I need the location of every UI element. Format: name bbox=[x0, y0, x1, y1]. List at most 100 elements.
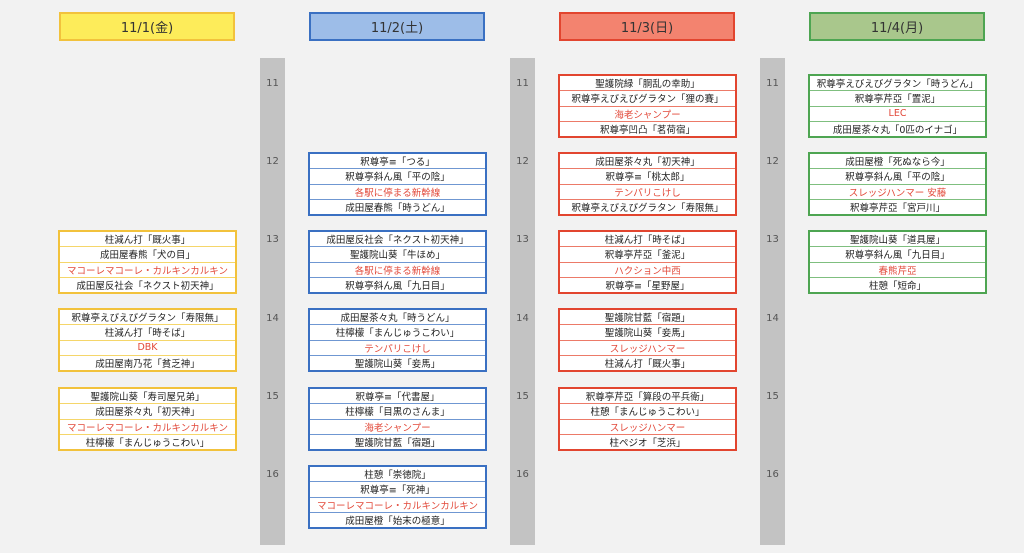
performer-entry[interactable]: 釈尊亭≡「つる」 bbox=[360, 157, 435, 169]
performer-entry[interactable]: 釈尊亭≡「死神」 bbox=[310, 481, 485, 496]
day-header[interactable]: 11/3(日) bbox=[559, 12, 735, 41]
time-label: 12 bbox=[266, 156, 279, 167]
performer-entry[interactable]: 成田屋橙「始末の極意」 bbox=[310, 511, 485, 527]
performer-entry[interactable]: 聖護院緑「胴乱の幸助」 bbox=[595, 79, 700, 91]
guest-act[interactable]: マコーレマコーレ・カルキンカルキン bbox=[60, 261, 235, 277]
guest-act[interactable]: 春熊芹亞 bbox=[810, 261, 985, 277]
performer-entry[interactable]: 柱減ん打「厩火事」 bbox=[104, 235, 191, 247]
guest-act[interactable]: 各駅に停まる新幹線 bbox=[310, 261, 485, 277]
performer-entry[interactable]: 釈尊亭えびえびグラタン「寿限無」 bbox=[71, 313, 224, 325]
performer-entry[interactable]: 成田屋橙「死ぬなら今」 bbox=[845, 157, 950, 169]
performer-entry[interactable]: 聖護院山葵「妾馬」 bbox=[310, 354, 485, 370]
time-slot-box: 聖護院甘藍「宿題」聖護院山葵「妾馬」スレッジハンマー柱減ん打「厩火事」 bbox=[558, 308, 737, 372]
time-label: 16 bbox=[266, 469, 279, 480]
time-slot-box: 成田屋茶々丸「初天神」釈尊亭≡「桃太郎」テンパリこけし釈尊亭えびえびグラタン「寿… bbox=[558, 152, 737, 216]
guest-act[interactable]: マコーレマコーレ・カルキンカルキン bbox=[60, 418, 235, 434]
time-label: 15 bbox=[516, 391, 529, 402]
guest-act[interactable]: DBK bbox=[60, 339, 235, 355]
performer-entry[interactable]: 釈尊亭凹凸「茗荷宿」 bbox=[560, 120, 735, 136]
performer-entry[interactable]: 釈尊亭斜ん風「九日目」 bbox=[810, 246, 985, 261]
day-header-label: 11/1(金) bbox=[120, 21, 174, 36]
performer-entry[interactable]: 柱憩「崇徳院」 bbox=[364, 470, 431, 482]
performer-entry[interactable]: 聖護院山葵「牛ほめ」 bbox=[310, 246, 485, 261]
performer-entry[interactable]: 柱減ん打「時そば」 bbox=[604, 235, 691, 247]
performer-entry[interactable]: 成田屋茶々丸「0匹のイナゴ」 bbox=[810, 120, 985, 136]
performer-entry[interactable]: 成田屋春熊「時うどん」 bbox=[310, 198, 485, 214]
time-label: 13 bbox=[516, 234, 529, 245]
performer-entry[interactable]: 釈尊亭≡「星野屋」 bbox=[560, 276, 735, 292]
performer-entry[interactable]: 釈尊亭斜ん風「平の陰」 bbox=[310, 168, 485, 183]
guest-act[interactable]: テンパリこけし bbox=[310, 339, 485, 355]
performer-entry[interactable]: 柱檸檬「まんじゅうこわい」 bbox=[310, 324, 485, 339]
performer-entry[interactable]: 柱減ん打「厩火事」 bbox=[560, 354, 735, 370]
time-slot-box: 成田屋茶々丸「時うどん」柱檸檬「まんじゅうこわい」テンパリこけし聖護院山葵「妾馬… bbox=[308, 308, 487, 372]
time-label: 13 bbox=[766, 234, 779, 245]
performer-entry[interactable]: 釈尊亭斜ん風「九日目」 bbox=[310, 276, 485, 292]
guest-act[interactable]: スレッジハンマー 安藤 bbox=[810, 183, 985, 199]
time-label: 12 bbox=[516, 156, 529, 167]
day-header-label: 11/3(日) bbox=[620, 21, 674, 36]
time-label: 11 bbox=[766, 78, 779, 89]
performer-entry[interactable]: 聖護院山葵「道具屋」 bbox=[849, 235, 945, 247]
performer-entry[interactable]: 成田屋茶々丸「時うどん」 bbox=[340, 313, 455, 325]
performer-entry[interactable]: 釈尊亭えびえびグラタン「寿限無」 bbox=[560, 198, 735, 214]
time-label: 14 bbox=[516, 313, 529, 324]
day-header[interactable]: 11/1(金) bbox=[59, 12, 235, 41]
performer-entry[interactable]: 成田屋春熊「犬の目」 bbox=[60, 246, 235, 261]
time-slot-box: 柱減ん打「厩火事」成田屋春熊「犬の目」マコーレマコーレ・カルキンカルキン成田屋反… bbox=[58, 230, 237, 294]
guest-act[interactable]: LEC bbox=[810, 105, 985, 121]
performer-entry[interactable]: 釈尊亭斜ん風「平の陰」 bbox=[810, 168, 985, 183]
time-slot-box: 聖護院山葵「寿司屋兄弟」成田屋茶々丸「初天神」マコーレマコーレ・カルキンカルキン… bbox=[58, 387, 237, 451]
time-slot-box: 柱減ん打「時そば」釈尊亭芹亞「釜泥」ハクション中西釈尊亭≡「星野屋」 bbox=[558, 230, 737, 294]
day-header[interactable]: 11/2(土) bbox=[309, 12, 485, 41]
performer-entry[interactable]: 釈尊亭えびえびグラタン「時うどん」 bbox=[816, 79, 979, 91]
guest-act[interactable]: 海老シャンプー bbox=[310, 418, 485, 434]
performer-entry[interactable]: 柱檸檬「目黒のさんま」 bbox=[310, 403, 485, 418]
guest-act[interactable]: マコーレマコーレ・カルキンカルキン bbox=[310, 496, 485, 512]
time-label: 15 bbox=[766, 391, 779, 402]
day-header[interactable]: 11/4(月) bbox=[809, 12, 985, 41]
performer-entry[interactable]: 釈尊亭芹亞「釜泥」 bbox=[560, 246, 735, 261]
time-label: 14 bbox=[266, 313, 279, 324]
guest-act[interactable]: ハクション中西 bbox=[560, 261, 735, 277]
day-header-label: 11/4(月) bbox=[870, 21, 924, 36]
performer-entry[interactable]: 成田屋茶々丸「初天神」 bbox=[60, 403, 235, 418]
performer-entry[interactable]: 柱憩「短命」 bbox=[810, 276, 985, 292]
guest-act[interactable]: テンパリこけし bbox=[560, 183, 735, 199]
performer-entry[interactable]: 柱減ん打「時そば」 bbox=[60, 324, 235, 339]
time-label: 16 bbox=[766, 469, 779, 480]
performer-entry[interactable]: 成田屋茶々丸「初天神」 bbox=[595, 157, 700, 169]
performer-entry[interactable]: 聖護院甘藍「宿題」 bbox=[310, 433, 485, 449]
performer-entry[interactable]: 柱ペジオ「芝浜」 bbox=[560, 433, 735, 449]
time-slot-box: 釈尊亭≡「つる」釈尊亭斜ん風「平の陰」各駅に停まる新幹線成田屋春熊「時うどん」 bbox=[308, 152, 487, 216]
performer-entry[interactable]: 釈尊亭≡「代書屋」 bbox=[355, 392, 440, 404]
performer-entry[interactable]: 釈尊亭芹亞「算段の平兵衛」 bbox=[585, 392, 710, 404]
performer-entry[interactable]: 成田屋反社会「ネクスト初天神」 bbox=[326, 235, 469, 247]
time-slot-box: 成田屋橙「死ぬなら今」釈尊亭斜ん風「平の陰」スレッジハンマー 安藤釈尊亭芹亞「宮… bbox=[808, 152, 987, 216]
performer-entry[interactable]: 聖護院山葵「寿司屋兄弟」 bbox=[90, 392, 205, 404]
performer-entry[interactable]: 聖護院山葵「妾馬」 bbox=[560, 324, 735, 339]
performer-entry[interactable]: 釈尊亭えびえびグラタン「狸の賽」 bbox=[560, 90, 735, 105]
performer-entry[interactable]: 柱憩「まんじゅうこわい」 bbox=[560, 403, 735, 418]
performer-entry[interactable]: 釈尊亭≡「桃太郎」 bbox=[560, 168, 735, 183]
performer-entry[interactable]: 釈尊亭芹亞「宮戸川」 bbox=[810, 198, 985, 214]
performer-entry[interactable]: 柱檸檬「まんじゅうこわい」 bbox=[60, 433, 235, 449]
time-slot-box: 聖護院緑「胴乱の幸助」釈尊亭えびえびグラタン「狸の賽」海老シャンプー釈尊亭凹凸「… bbox=[558, 74, 737, 138]
time-label: 11 bbox=[516, 78, 529, 89]
time-label: 12 bbox=[766, 156, 779, 167]
performer-entry[interactable]: 釈尊亭芹亞「置泥」 bbox=[810, 90, 985, 105]
performer-entry[interactable]: 聖護院甘藍「宿題」 bbox=[604, 313, 691, 325]
time-gutter: 11 12 13 14 15 16 bbox=[510, 58, 535, 545]
guest-act[interactable]: 海老シャンプー bbox=[560, 105, 735, 121]
time-label: 16 bbox=[516, 469, 529, 480]
performer-entry[interactable]: 成田屋反社会「ネクスト初天神」 bbox=[60, 276, 235, 292]
performer-entry[interactable]: 成田屋南乃花「貧乏神」 bbox=[60, 354, 235, 370]
guest-act[interactable]: スレッジハンマー bbox=[560, 418, 735, 434]
guest-act[interactable]: 各駅に停まる新幹線 bbox=[310, 183, 485, 199]
guest-act[interactable]: スレッジハンマー bbox=[560, 339, 735, 355]
time-label: 15 bbox=[266, 391, 279, 402]
